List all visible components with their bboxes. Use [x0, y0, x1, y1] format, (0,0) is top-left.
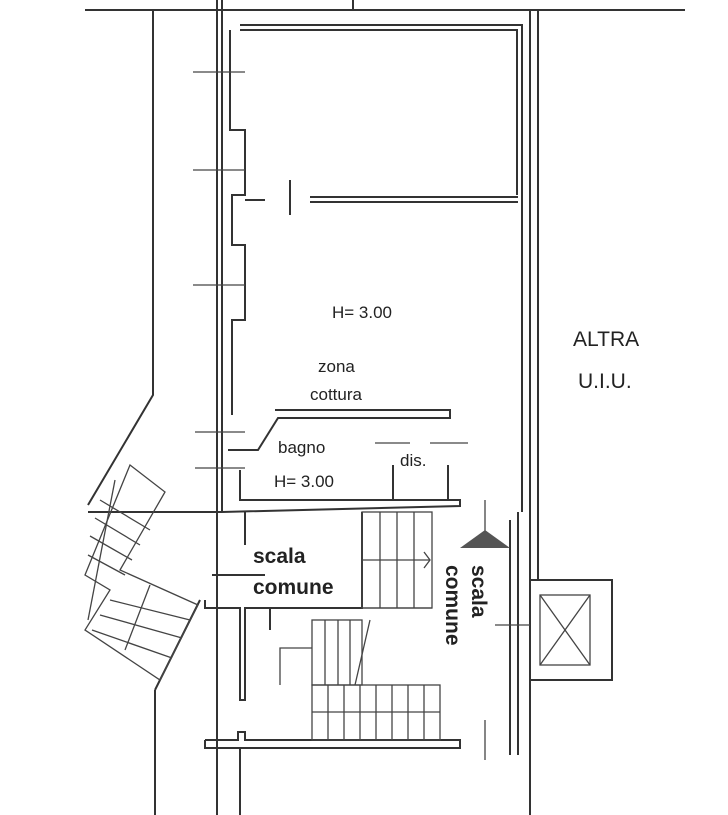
label-scala-right: scala — [467, 565, 490, 618]
north-arrow-icon — [460, 500, 510, 548]
label-dis: dis. — [400, 451, 426, 470]
stairs-center — [279, 511, 441, 741]
label-height-main: H= 3.00 — [332, 303, 392, 322]
label-uiu: U.I.U. — [578, 370, 632, 393]
label-altra: ALTRA — [573, 328, 639, 351]
label-zona: zona — [318, 357, 355, 376]
door-marks — [193, 71, 245, 469]
label-bagno: bagno — [278, 438, 325, 457]
stairs-left — [84, 463, 199, 681]
label-cottura: cottura — [310, 385, 363, 404]
label-scala-left: scala — [253, 545, 306, 568]
label-comune-left: comune — [253, 576, 334, 599]
walls — [85, 0, 685, 815]
labels: H= 3.00 zona cottura bagno dis. H= 3.00 … — [253, 303, 639, 646]
label-comune-right: comune — [441, 565, 464, 646]
elevator — [495, 579, 613, 681]
label-height-bagno: H= 3.00 — [274, 472, 334, 491]
